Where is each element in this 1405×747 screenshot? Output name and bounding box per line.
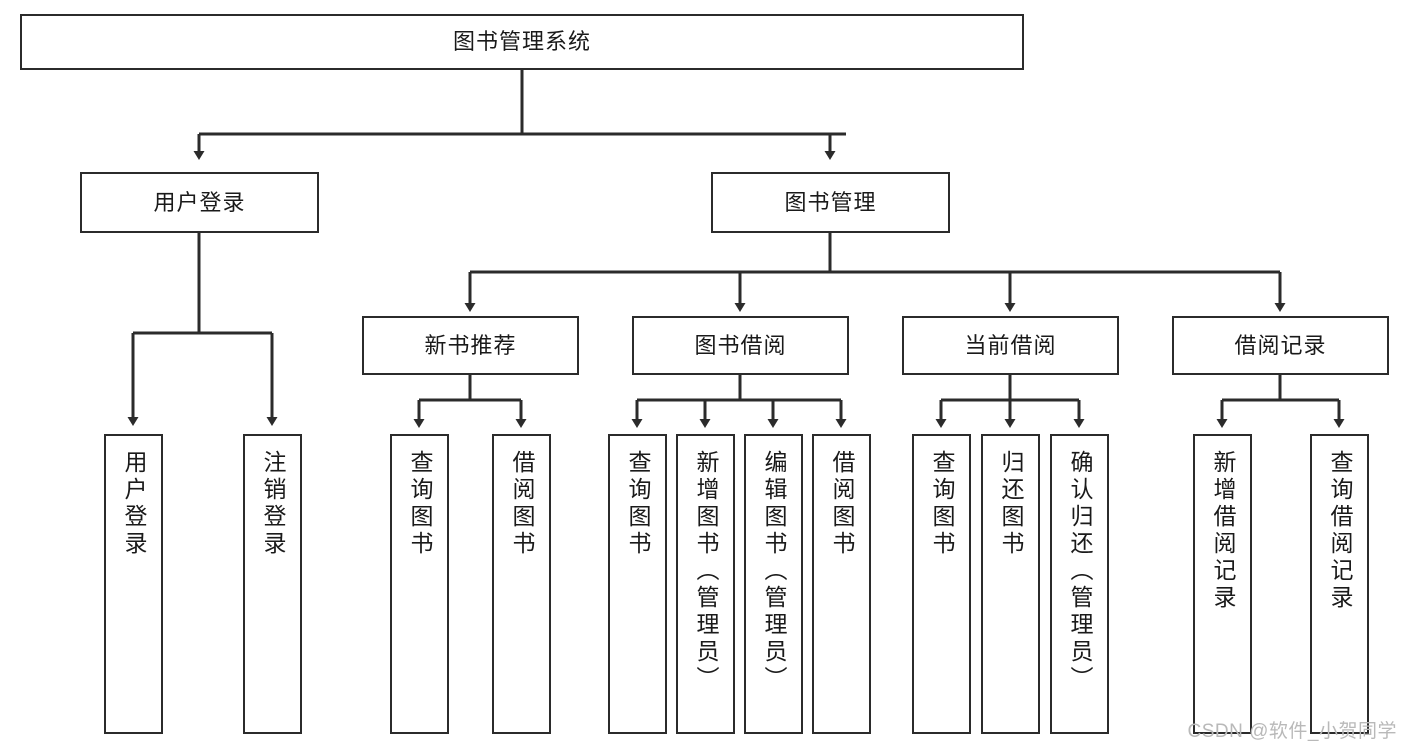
- node-book-manage-label: 图书管理: [784, 189, 877, 215]
- node-leaf-query-book-2[interactable]: 查询图书: [608, 434, 667, 734]
- node-leaf-query-book-2-label: 查询图书: [625, 450, 651, 558]
- node-new-book-rec[interactable]: 新书推荐: [362, 316, 579, 375]
- node-leaf-edit-book[interactable]: 编辑图书（管理员）: [744, 434, 803, 734]
- node-user-login[interactable]: 用户登录: [80, 172, 319, 233]
- node-root[interactable]: 图书管理系统: [20, 14, 1024, 70]
- node-leaf-edit-book-label: 编辑图书（管理员）: [761, 450, 787, 693]
- node-leaf-query-book-3-label: 查询图书: [929, 450, 955, 558]
- node-leaf-borrow-book-2[interactable]: 借阅图书: [812, 434, 871, 734]
- node-leaf-logout-login-label: 注销登录: [260, 450, 286, 558]
- node-leaf-user-login[interactable]: 用户登录: [104, 434, 163, 734]
- node-leaf-borrow-book-1[interactable]: 借阅图书: [492, 434, 551, 734]
- node-leaf-query-book-1[interactable]: 查询图书: [390, 434, 449, 734]
- node-leaf-query-record-label: 查询借阅记录: [1327, 450, 1353, 612]
- node-leaf-borrow-book-2-label: 借阅图书: [829, 450, 855, 558]
- node-leaf-add-record-label: 新增借阅记录: [1210, 450, 1236, 612]
- node-leaf-borrow-book-1-label: 借阅图书: [509, 450, 535, 558]
- node-leaf-return-book-label: 归还图书: [998, 450, 1024, 558]
- node-book-borrow-label: 图书借阅: [694, 332, 787, 358]
- node-new-book-rec-label: 新书推荐: [424, 332, 517, 358]
- node-leaf-confirm-return-label: 确认归还（管理员）: [1067, 450, 1093, 693]
- node-leaf-query-book-3[interactable]: 查询图书: [912, 434, 971, 734]
- node-user-login-label: 用户登录: [153, 189, 246, 215]
- node-leaf-user-login-label: 用户登录: [121, 450, 147, 558]
- node-leaf-query-record[interactable]: 查询借阅记录: [1310, 434, 1369, 734]
- node-borrow-record[interactable]: 借阅记录: [1172, 316, 1389, 375]
- node-borrow-record-label: 借阅记录: [1234, 332, 1327, 358]
- node-leaf-query-book-1-label: 查询图书: [407, 450, 433, 558]
- node-leaf-return-book[interactable]: 归还图书: [981, 434, 1040, 734]
- node-book-manage[interactable]: 图书管理: [711, 172, 950, 233]
- node-root-label: 图书管理系统: [452, 29, 591, 55]
- node-book-borrow[interactable]: 图书借阅: [632, 316, 849, 375]
- node-leaf-add-book-label: 新增图书（管理员）: [693, 450, 719, 693]
- node-leaf-add-book[interactable]: 新增图书（管理员）: [676, 434, 735, 734]
- node-leaf-confirm-return[interactable]: 确认归还（管理员）: [1050, 434, 1109, 734]
- node-current-borrow[interactable]: 当前借阅: [902, 316, 1119, 375]
- node-leaf-add-record[interactable]: 新增借阅记录: [1193, 434, 1252, 734]
- node-current-borrow-label: 当前借阅: [964, 332, 1057, 358]
- node-leaf-logout-login[interactable]: 注销登录: [243, 434, 302, 734]
- watermark: CSDN @软件_小贺同学: [1187, 721, 1397, 742]
